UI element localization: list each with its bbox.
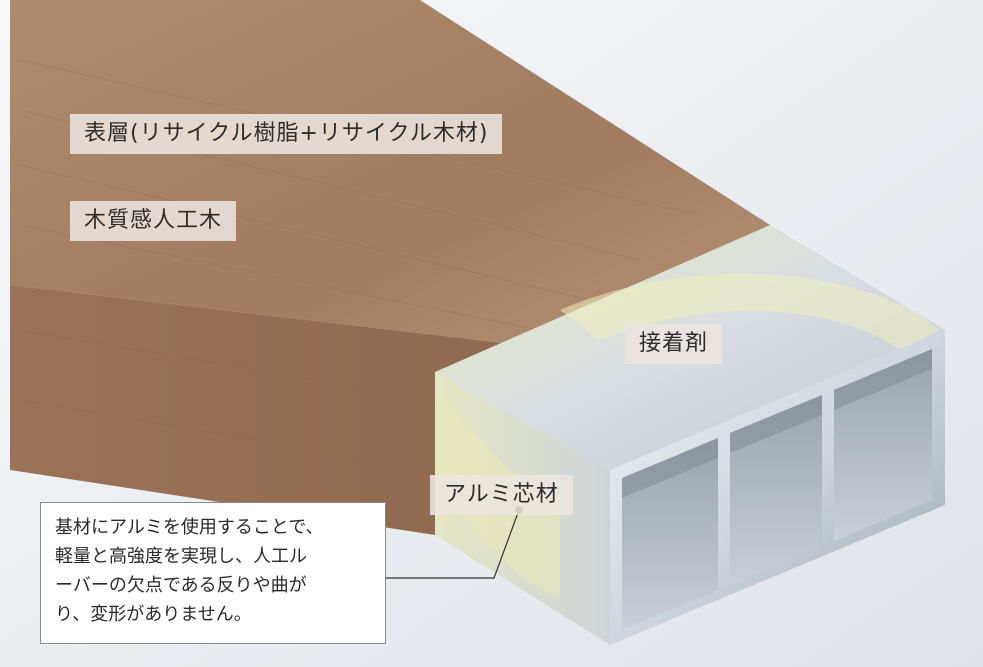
cell-inner-shading xyxy=(622,349,932,498)
callout-line: 軽量と高強度を実現し、人工ル xyxy=(55,546,307,567)
label-aluminum-core: アルミ芯材 xyxy=(430,475,573,515)
callout-line: 基材にアルミを使用することで、 xyxy=(55,517,324,538)
wood-top-surface xyxy=(10,0,770,345)
description-callout: 基材にアルミを使用することで、 軽量と高強度を実現し、人工ル ーバーの欠点である… xyxy=(40,502,386,644)
label-surface-layer: 表層(リサイクル樹脂+リサイクル木材) xyxy=(70,114,503,154)
aluminum-cell-2 xyxy=(730,395,822,585)
label-adhesive: 接着剤 xyxy=(625,324,723,364)
callout-line: ーバーの欠点である反りや曲が xyxy=(55,575,307,596)
adhesive-layer-highlight xyxy=(560,273,940,350)
aluminum-cell-1 xyxy=(622,438,718,630)
wood-side-surface xyxy=(10,285,520,535)
label-material: 木質感人工木 xyxy=(70,201,237,241)
callout-line: り、変形がありません。 xyxy=(55,604,252,625)
aluminum-cell-3 xyxy=(834,349,932,541)
callout-leader-line xyxy=(386,509,520,579)
